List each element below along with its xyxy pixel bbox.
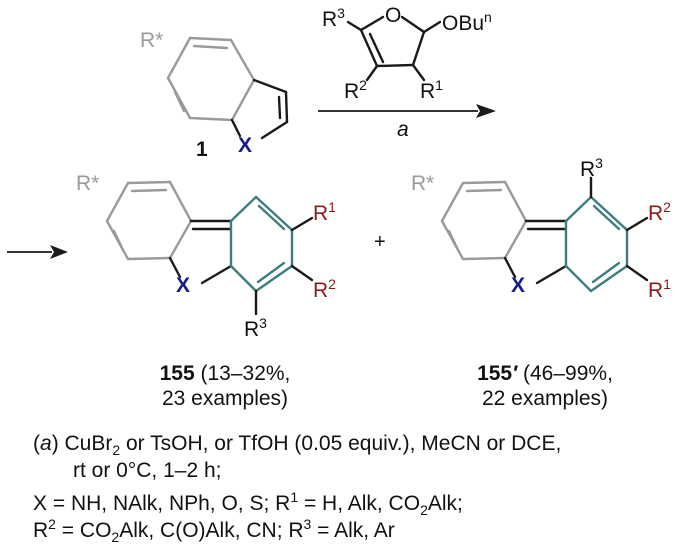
product-155-examples: 23 examples): [161, 387, 289, 411]
reagent-dihydrofuran-structure: [346, 15, 442, 82]
reactant-1-structure: [166, 36, 289, 140]
reagent-obu-label: OBun: [442, 9, 492, 35]
conditions-line-3: X = NH, NAlk, NPh, O, S; R1 = H, Alk, CO…: [33, 489, 463, 519]
conditions-line-1: (a) CuBr2 or TsOH, or TfOH (0.05 equiv.)…: [33, 432, 562, 459]
reaction-arrow: [318, 104, 496, 118]
product-155-number: 155: [159, 362, 195, 385]
product-155-r3-label: R3: [244, 315, 267, 341]
product-155p-number: 155′: [477, 362, 518, 385]
product-155-structure: [105, 180, 314, 316]
conditions-line-4: R2 = CO2Alk, C(O)Alk, CN; R3 = Alk, Ar: [33, 516, 395, 546]
conditions-line-2: rt or 0°C, 1–2 h;: [73, 459, 222, 482]
product-155p-caption: 155′ (46–99%, 22 examples): [440, 361, 650, 411]
reagent-r1-label: R1: [420, 77, 443, 103]
reaction-conditions: (a) CuBr2 or TsOH, or TfOH (0.05 equiv.)…: [33, 430, 562, 546]
product-155-heteroatom-label: X: [176, 274, 191, 297]
product-155p-yield: (46–99%,: [517, 362, 613, 385]
continuation-arrow: [7, 245, 68, 259]
plus-sign: +: [374, 231, 386, 253]
product-155p-examples: 22 examples): [481, 387, 609, 411]
product-155-yield: (13–32%,: [194, 362, 291, 385]
product-155p-r2-label: R2: [648, 199, 671, 225]
product-155p-substituent-label: R*: [411, 172, 435, 195]
product-155-r2-label: R2: [313, 276, 336, 302]
product-155p-r1-label: R1: [648, 276, 671, 302]
reactant-number-label: 1: [196, 138, 208, 161]
product-155-prime-structure: [440, 176, 649, 293]
arrow-condition-label: a: [397, 118, 409, 141]
reactant-heteroatom-label: X: [238, 134, 253, 157]
product-155-r1-label: R1: [313, 199, 336, 225]
product-155-caption: 155 (13–32%, 23 examples): [125, 361, 325, 411]
reactant-substituent-label: R*: [140, 29, 164, 52]
product-155p-heteroatom-label: X: [511, 274, 526, 297]
product-155p-r3-label: R3: [580, 155, 603, 181]
reagent-r3-label: R3: [322, 5, 345, 31]
reagent-ring-oxygen-label: O: [385, 4, 402, 27]
product-155-substituent-label: R*: [76, 172, 100, 195]
reagent-r2-label: R2: [344, 77, 367, 103]
